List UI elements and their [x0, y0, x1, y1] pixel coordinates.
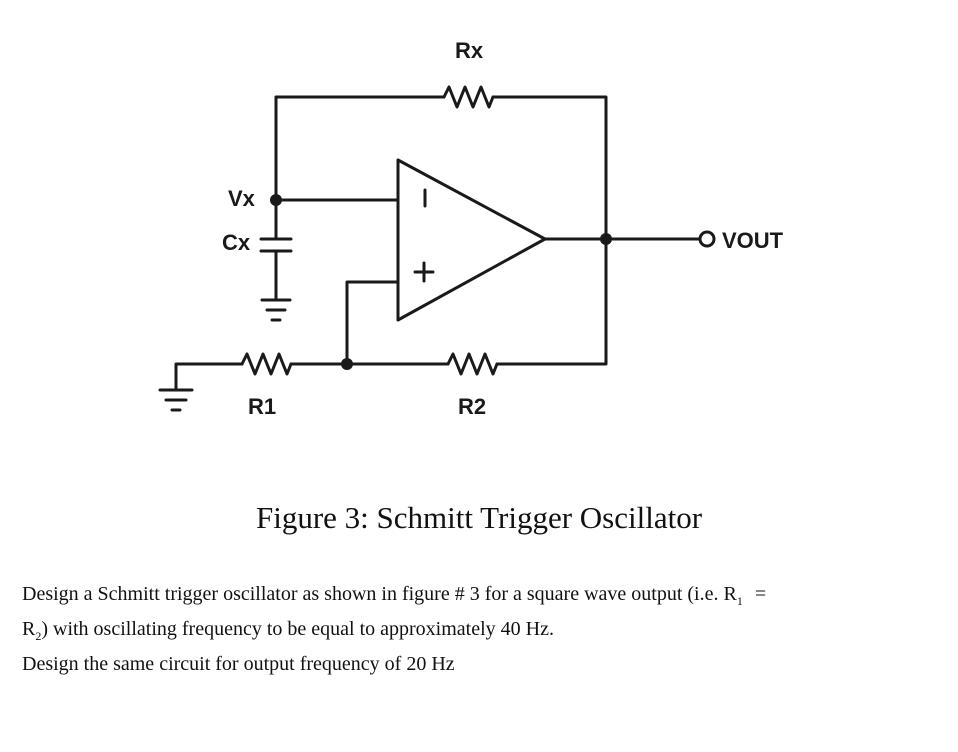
- r2-label: R2: [458, 394, 486, 419]
- resistor-r1: [240, 352, 293, 376]
- resistor-r2: [446, 352, 499, 376]
- problem-line-2: R2) with oscillating frequency to be equ…: [22, 618, 554, 643]
- ground-cx-symbol: [260, 298, 292, 322]
- ground-r1-symbol: [158, 388, 194, 412]
- ground-r1-lead: [174, 362, 244, 392]
- r1-label: R1: [248, 394, 276, 419]
- rx-label: Rx: [455, 38, 484, 63]
- op-amp-triangle: [396, 158, 547, 322]
- resistor-rx: [442, 85, 495, 109]
- problem-statement: Design a Schmitt trigger oscillator as s…: [22, 578, 922, 681]
- problem-line-3: Design the same circuit for output frequ…: [22, 653, 455, 675]
- r2-to-output-wire: [495, 237, 608, 366]
- feedback-wire-left: [274, 95, 446, 202]
- vx-label: Vx: [228, 186, 256, 211]
- vout-terminal: [698, 230, 716, 248]
- figure-caption: Figure 3: Schmitt Trigger Oscillator: [255, 500, 703, 535]
- feedback-wire-right: [491, 95, 608, 241]
- noninverting-input-wire: [345, 280, 400, 366]
- vout-label: VOUT: [722, 228, 784, 253]
- cx-label: Cx: [222, 230, 251, 255]
- schmitt-trigger-circuit-diagram: Rx Vx Cx VOUT R1 R2: [158, 38, 784, 419]
- op-amp-plus-sign: [413, 261, 435, 283]
- problem-line-1: Design a Schmitt trigger oscillator as s…: [22, 583, 767, 608]
